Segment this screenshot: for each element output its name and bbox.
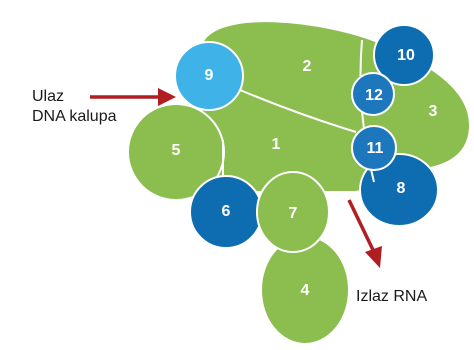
input-arrow-head — [158, 88, 176, 106]
subunit-8-shape — [359, 153, 439, 227]
subunit-labels: 2 3 1 5 9 4 6 7 8 11 10 12 — [172, 47, 438, 299]
subunit-4-label: 4 — [301, 282, 310, 299]
subunit-12-shape — [351, 72, 395, 116]
arrows — [90, 88, 382, 268]
subunit-2-label: 2 — [303, 58, 312, 75]
subunit-8-label: 8 — [397, 180, 406, 197]
subunit-10-label: 10 — [397, 47, 415, 64]
input-label-line-1: Ulaz — [32, 88, 65, 105]
subunit-6-label: 6 — [222, 203, 231, 220]
subunit-9-label: 9 — [205, 67, 214, 84]
divider-2-1 — [239, 89, 357, 133]
subunit-1-label: 1 — [272, 136, 281, 153]
output-arrow-head — [365, 246, 382, 268]
subunit-5-label: 5 — [172, 142, 181, 159]
subunit-7-label: 7 — [289, 205, 298, 222]
output-label: Izlaz RNA — [356, 288, 428, 305]
subunit-10-shape — [373, 24, 435, 86]
subunit-11-label: 11 — [367, 140, 384, 157]
subunit-3-label: 3 — [429, 103, 438, 120]
output-arrow-shaft — [347, 199, 376, 253]
input-label: Ulaz DNA kalupa — [32, 87, 117, 127]
subunit-9-shape — [174, 41, 244, 111]
subunit-11-shape — [351, 125, 397, 171]
subunit-7-shape — [256, 171, 330, 253]
subunit-12-label: 12 — [365, 87, 383, 104]
input-label-line-2: DNA kalupa — [32, 108, 117, 125]
